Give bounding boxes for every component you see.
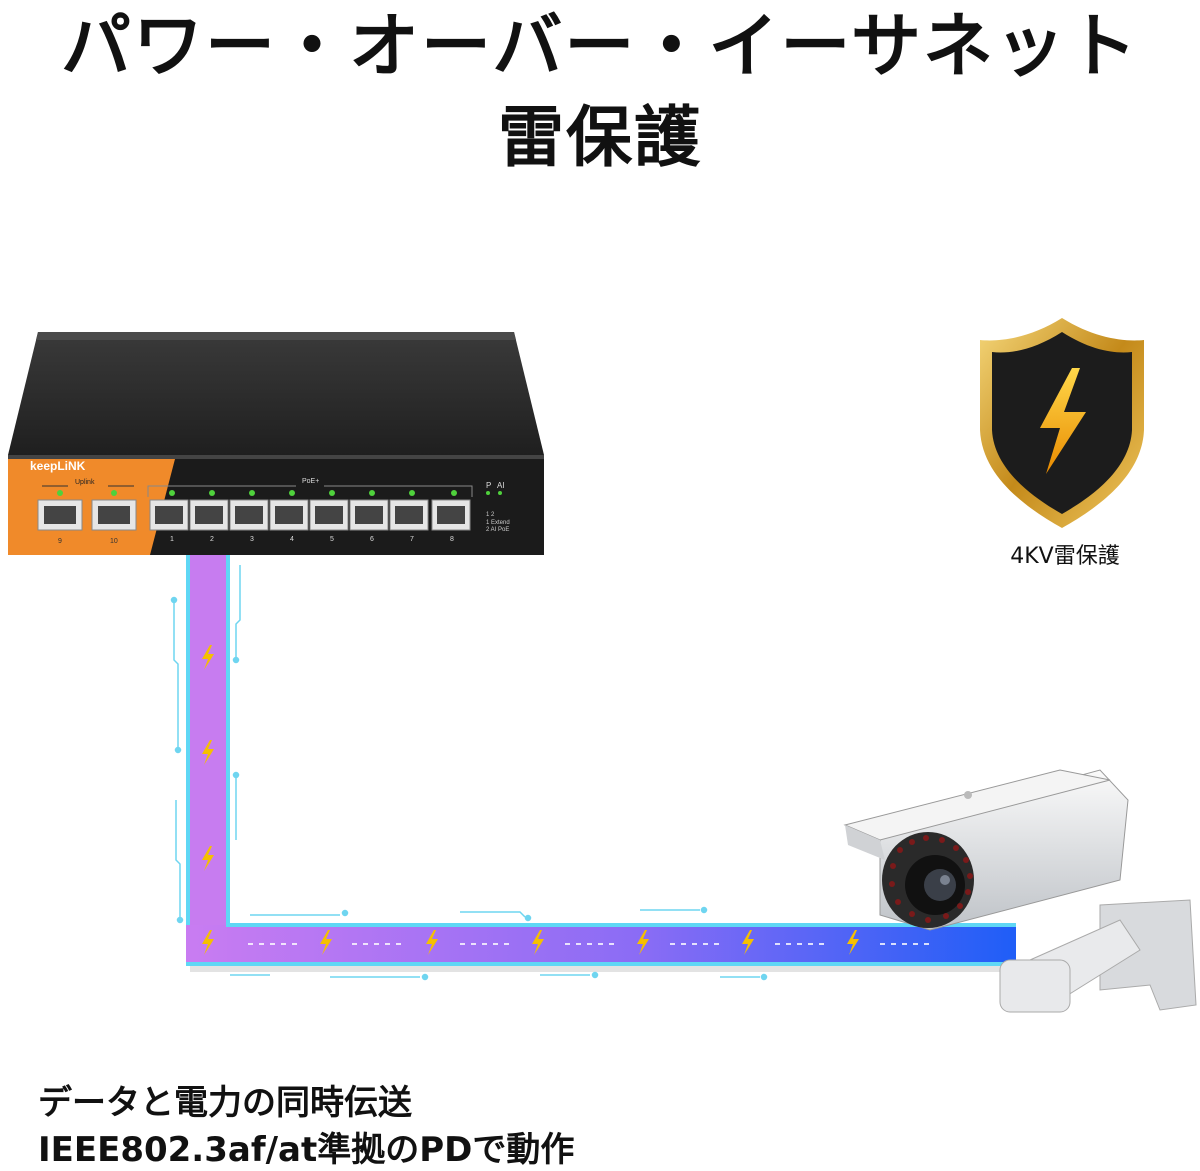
- poe-cable-path: [170, 555, 1016, 981]
- poe-port-7: 7: [389, 490, 429, 543]
- feature-line-1: データと電力の同時伝送: [38, 1083, 412, 1123]
- poe-port-3: 3: [229, 490, 269, 543]
- port-number: 10: [110, 538, 118, 545]
- poe-switch: keepLiNK Uplink PoE+ P AI 1 2 1 Extend 2…: [8, 332, 544, 555]
- bolt-icon: [202, 930, 214, 955]
- poe-port-4: 4: [269, 490, 309, 543]
- mode-ai-poe: 2 AI PoE: [486, 527, 509, 533]
- port-number: 9: [58, 538, 62, 545]
- bolt-icon: [847, 930, 859, 955]
- poe-port-8: 8: [431, 490, 471, 543]
- lightning-bolt-icon: [1040, 368, 1086, 474]
- port-number: 1: [170, 536, 174, 543]
- port-number: 4: [290, 536, 294, 543]
- shield-lightning-icon: [980, 318, 1144, 528]
- bolt-icon: [426, 930, 438, 955]
- port-number: 7: [410, 536, 414, 543]
- security-camera: [843, 769, 1197, 1013]
- switch-brand: keepLiNK: [30, 459, 86, 473]
- bolt-icon: [202, 846, 214, 871]
- port-number: 5: [330, 536, 334, 543]
- bolt-icon: [742, 930, 754, 955]
- uplink-port-10: 10: [91, 490, 137, 545]
- poe-port-5: 5: [309, 490, 349, 543]
- poe-port-2: 2: [189, 490, 229, 543]
- feature-line-2: IEEE802.3af/at準拠のPDで動作: [38, 1130, 575, 1170]
- bolt-icon: [202, 645, 214, 670]
- bolt-icon: [320, 930, 332, 955]
- port-number: 2: [210, 536, 214, 543]
- bolt-icon: [637, 930, 649, 955]
- poe-port-1: 1: [149, 490, 189, 543]
- badge-label: 4KV雷保護: [1010, 544, 1120, 569]
- poe-port-6: 6: [349, 490, 389, 543]
- uplink-port-9: 9: [37, 490, 83, 545]
- bolt-icon: [532, 930, 544, 955]
- uplink-label: Uplink: [75, 479, 95, 486]
- dip-numbers: 1 2: [486, 512, 495, 518]
- indicator-ai: AI: [497, 481, 505, 490]
- page-title: パワー・オーバー・イーサネット: [61, 5, 1139, 87]
- bolt-icon: [202, 740, 214, 765]
- port-number: 6: [370, 536, 374, 543]
- port-number: 3: [250, 536, 254, 543]
- page-subtitle: 雷保護: [498, 99, 702, 176]
- indicator-p: P: [486, 481, 491, 490]
- port-number: 8: [450, 536, 454, 543]
- mode-extend: 1 Extend: [486, 520, 510, 526]
- poe-label: PoE+: [302, 478, 319, 485]
